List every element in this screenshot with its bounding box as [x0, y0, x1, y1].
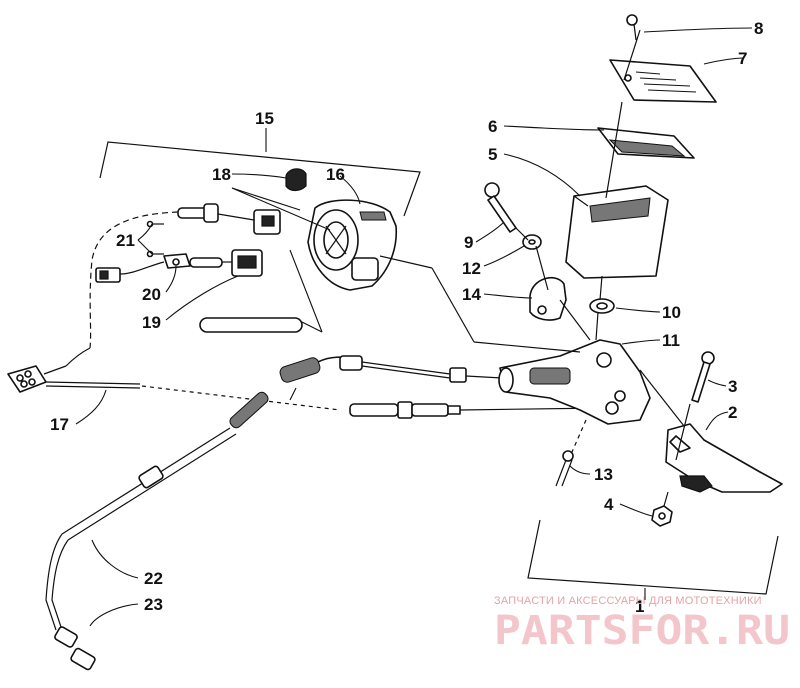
tube [199, 249, 323, 333]
main-connector [7, 365, 341, 411]
callout-15: 15 [255, 109, 274, 128]
callout-17: 17 [50, 415, 69, 434]
callout-7: 7 [738, 49, 747, 68]
callout-6: 6 [488, 117, 497, 136]
switch-upper [177, 203, 281, 235]
reservoir [565, 185, 669, 279]
throttle-cable-upper [279, 355, 503, 401]
bracket-1 [527, 519, 779, 600]
gasket [597, 127, 695, 159]
master-cylinder [498, 339, 651, 425]
callout-2: 2 [728, 403, 737, 422]
screw-13 [555, 450, 574, 487]
callout-14: 14 [462, 285, 481, 304]
callout-20: 20 [142, 285, 161, 304]
brake-hose [45, 391, 269, 671]
callout-labels: 1 2 3 4 5 6 7 8 9 10 11 12 13 14 15 16 1… [50, 19, 763, 616]
callout-23: 23 [144, 595, 163, 614]
callout-16: 16 [326, 165, 345, 184]
screw-9 [484, 182, 517, 233]
nut-4 [651, 505, 673, 527]
callout-13: 13 [594, 465, 613, 484]
watermark-tagline: ЗАПЧАСТИ И АКСЕССУАРЫ ДЛЯ МОТОТЕХНИКИ [494, 595, 762, 607]
callout-22: 22 [144, 569, 163, 588]
callout-9: 9 [464, 233, 473, 252]
washer-12 [522, 234, 542, 250]
callout-1: 1 [635, 597, 644, 616]
wire-connector-small [95, 261, 165, 283]
callout-12: 12 [462, 259, 481, 278]
assembly-lines [379, 29, 691, 507]
rubber-cap [285, 168, 307, 192]
switch-lower [189, 249, 263, 277]
callout-3: 3 [728, 377, 737, 396]
leader-lines [75, 27, 753, 627]
switch-housing [307, 199, 398, 291]
plate-bracket [163, 253, 191, 269]
reservoir-cover [609, 59, 717, 103]
throttle-cable-lower [349, 401, 605, 419]
handlebar-clamp [529, 276, 567, 321]
bolt-3 [691, 351, 715, 403]
bracket-15 [99, 128, 421, 217]
callout-5: 5 [488, 145, 497, 164]
screw-8 [626, 14, 638, 41]
callout-19: 19 [142, 313, 161, 332]
watermark: ЗАПЧАСТИ И АКСЕССУАРЫ ДЛЯ МОТОТЕХНИКИ PA… [494, 595, 790, 654]
callout-18: 18 [212, 165, 231, 184]
callout-10: 10 [662, 303, 681, 322]
callout-11: 11 [662, 331, 680, 350]
callout-8: 8 [754, 19, 763, 38]
watermark-brand: PARTSFOR.RU [494, 608, 790, 654]
brake-lever [665, 423, 783, 493]
callout-21: 21 [116, 231, 135, 250]
seal-10 [589, 298, 615, 314]
callout-4: 4 [604, 495, 614, 514]
